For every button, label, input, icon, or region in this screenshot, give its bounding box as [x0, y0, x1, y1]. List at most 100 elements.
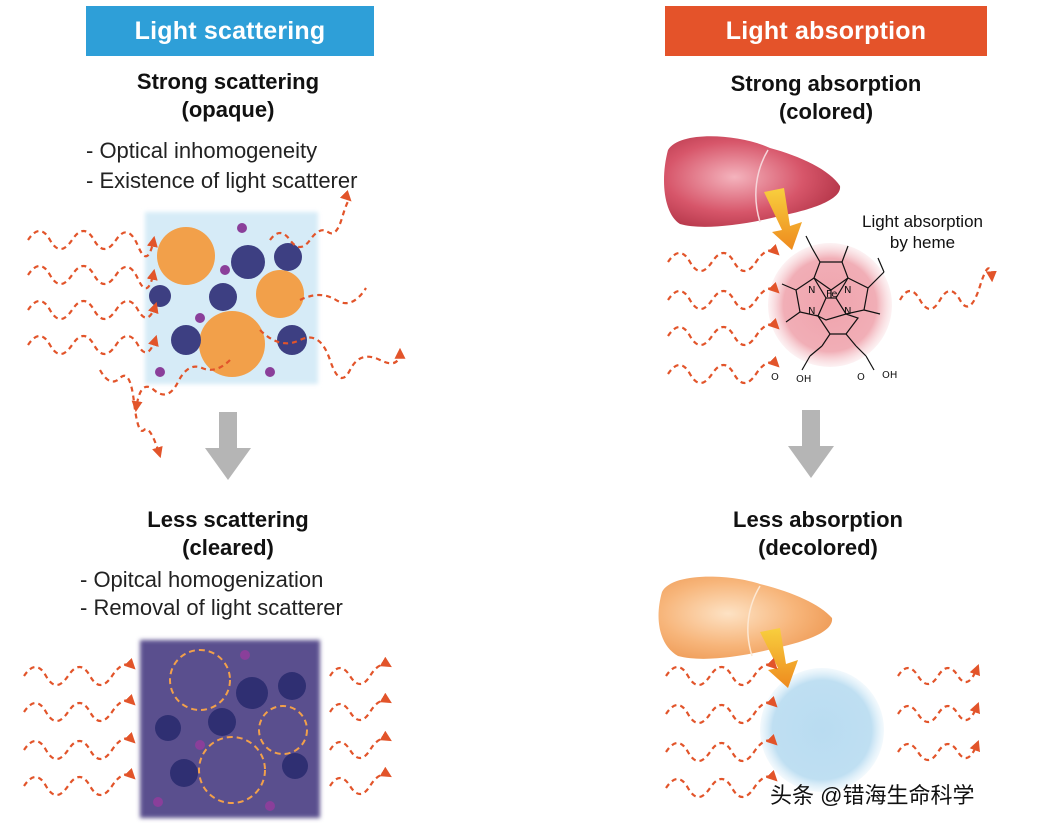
- navy-particle: [282, 753, 308, 779]
- heme-n-label: N: [844, 306, 852, 317]
- incident-wave: [667, 243, 780, 273]
- transmitted-light-waves: [23, 656, 392, 797]
- incident-wave: [23, 693, 136, 723]
- yellow-arrow-decolored: [760, 628, 798, 688]
- strong-scattering-heading: Strong scattering (opaque): [78, 68, 378, 124]
- incident-wave: [27, 334, 159, 356]
- down-arrow-right: [788, 410, 834, 478]
- purple-dot: [240, 650, 250, 660]
- incident-wave: [665, 733, 778, 763]
- incident-wave: [667, 355, 780, 385]
- navy-particle: [170, 759, 198, 787]
- strong-scattering-bullets: - Optical inhomogeneity - Existence of l…: [86, 136, 357, 196]
- cleared-scatterer-outline: [198, 736, 266, 804]
- strong-scattering-subtitle: (opaque): [181, 97, 275, 122]
- heme-absorption-region: [768, 243, 892, 367]
- heme-oh-label: OH: [796, 374, 812, 385]
- exit-wave: [329, 766, 392, 796]
- purple-dot: [265, 367, 275, 377]
- scattered-wave: [259, 329, 406, 380]
- incident-wave: [667, 317, 780, 347]
- transmitted-light-waves-decolored: [665, 657, 980, 799]
- liver-orange: [658, 576, 833, 659]
- incident-wave: [665, 695, 778, 725]
- incident-wave: [27, 299, 159, 321]
- incident-wave: [665, 657, 778, 687]
- strong-absorption-title: Strong absorption: [730, 71, 922, 96]
- exit-wave: [897, 739, 980, 762]
- less-scattering-heading: Less scattering (cleared): [78, 506, 378, 562]
- navy-scatterer: [231, 245, 265, 279]
- scattered-light-waves: [27, 189, 406, 459]
- heme-n-label: N: [808, 285, 816, 296]
- incident-wave: [23, 731, 136, 761]
- incident-wave: [23, 767, 136, 797]
- navy-particle: [278, 672, 306, 700]
- light-scattering-banner: Light scattering: [86, 6, 374, 56]
- cleared-scatterer-outline: [258, 705, 308, 755]
- pyrrole-ring: [813, 261, 849, 291]
- scattered-wave: [131, 359, 231, 413]
- heme-annotation-line1: Light absorption: [862, 212, 983, 231]
- orange-scatterer: [256, 270, 304, 318]
- heme-fe-label: Fe: [826, 289, 838, 300]
- exit-wave: [899, 267, 997, 311]
- purple-dot: [155, 367, 165, 377]
- exit-wave: [329, 692, 392, 722]
- strong-absorption-heading: Strong absorption (colored): [676, 70, 976, 126]
- light-absorption-banner: Light absorption: [665, 6, 987, 56]
- heme-molecule: [781, 235, 885, 371]
- strong-scattering-title: Strong scattering: [136, 69, 320, 94]
- incident-wave: [23, 657, 136, 687]
- heme-o-label: O: [857, 372, 865, 383]
- navy-particle: [236, 677, 268, 709]
- heme-annotation: Light absorption by heme: [840, 211, 1005, 253]
- purple-dot: [153, 797, 163, 807]
- strong-scattering-sample: [145, 212, 318, 384]
- navy-particle: [208, 708, 236, 736]
- scattered-wave: [99, 369, 163, 459]
- heme-n-label: N: [844, 285, 852, 296]
- less-absorption-heading: Less absorption (decolored): [668, 506, 968, 562]
- down-arrow-left: [205, 412, 251, 480]
- navy-particle: [155, 715, 181, 741]
- exit-wave: [897, 701, 980, 724]
- bullet-optical-inhomogeneity: - Optical inhomogeneity: [86, 138, 318, 163]
- less-scattering-bullets: - Opitcal homogenization - Removal of li…: [80, 566, 343, 622]
- heme-o-label: O: [771, 372, 779, 383]
- bullet-existence-light-scatterer: - Existence of light scatterer: [86, 168, 358, 193]
- heme-oh-label: OH: [882, 370, 898, 381]
- exit-wave: [329, 656, 392, 686]
- pyrrole-ring: [835, 277, 869, 315]
- decolored-region: [760, 668, 884, 792]
- strong-absorption-subtitle: (colored): [778, 99, 874, 124]
- navy-scatterer: [209, 283, 237, 311]
- purple-dot: [237, 223, 247, 233]
- less-scattering-subtitle: (cleared): [182, 535, 274, 560]
- scattered-wave: [269, 189, 352, 249]
- orange-scatterer: [199, 311, 265, 377]
- liver-red: [664, 136, 841, 227]
- liver-lobe-line: [747, 585, 761, 657]
- watermark: 头条 @错海生命科学: [770, 783, 975, 808]
- navy-scatterer: [171, 325, 201, 355]
- heme-n-label: N: [808, 306, 816, 317]
- yellow-arrow-liver-to-heme: [764, 188, 802, 250]
- cleared-sample: [140, 640, 320, 818]
- bullet-removal-light-scatterer: - Removal of light scatterer: [80, 595, 343, 620]
- pyrrole-ring: [795, 277, 827, 317]
- heme-annotation-line2: by heme: [889, 233, 956, 252]
- purple-dot: [220, 265, 230, 275]
- less-absorption-title: Less absorption: [733, 507, 903, 532]
- less-absorption-subtitle: (decolored): [758, 535, 878, 560]
- navy-scatterer: [274, 243, 302, 271]
- liver-lobe-line: [755, 149, 769, 223]
- incident-wave: [667, 281, 780, 311]
- less-scattering-title: Less scattering: [147, 507, 309, 532]
- orange-scatterer: [157, 227, 215, 285]
- exit-wave: [897, 663, 980, 686]
- navy-scatterer: [149, 285, 171, 307]
- cleared-scatterer-outline: [169, 649, 231, 711]
- incident-wave: [27, 264, 158, 290]
